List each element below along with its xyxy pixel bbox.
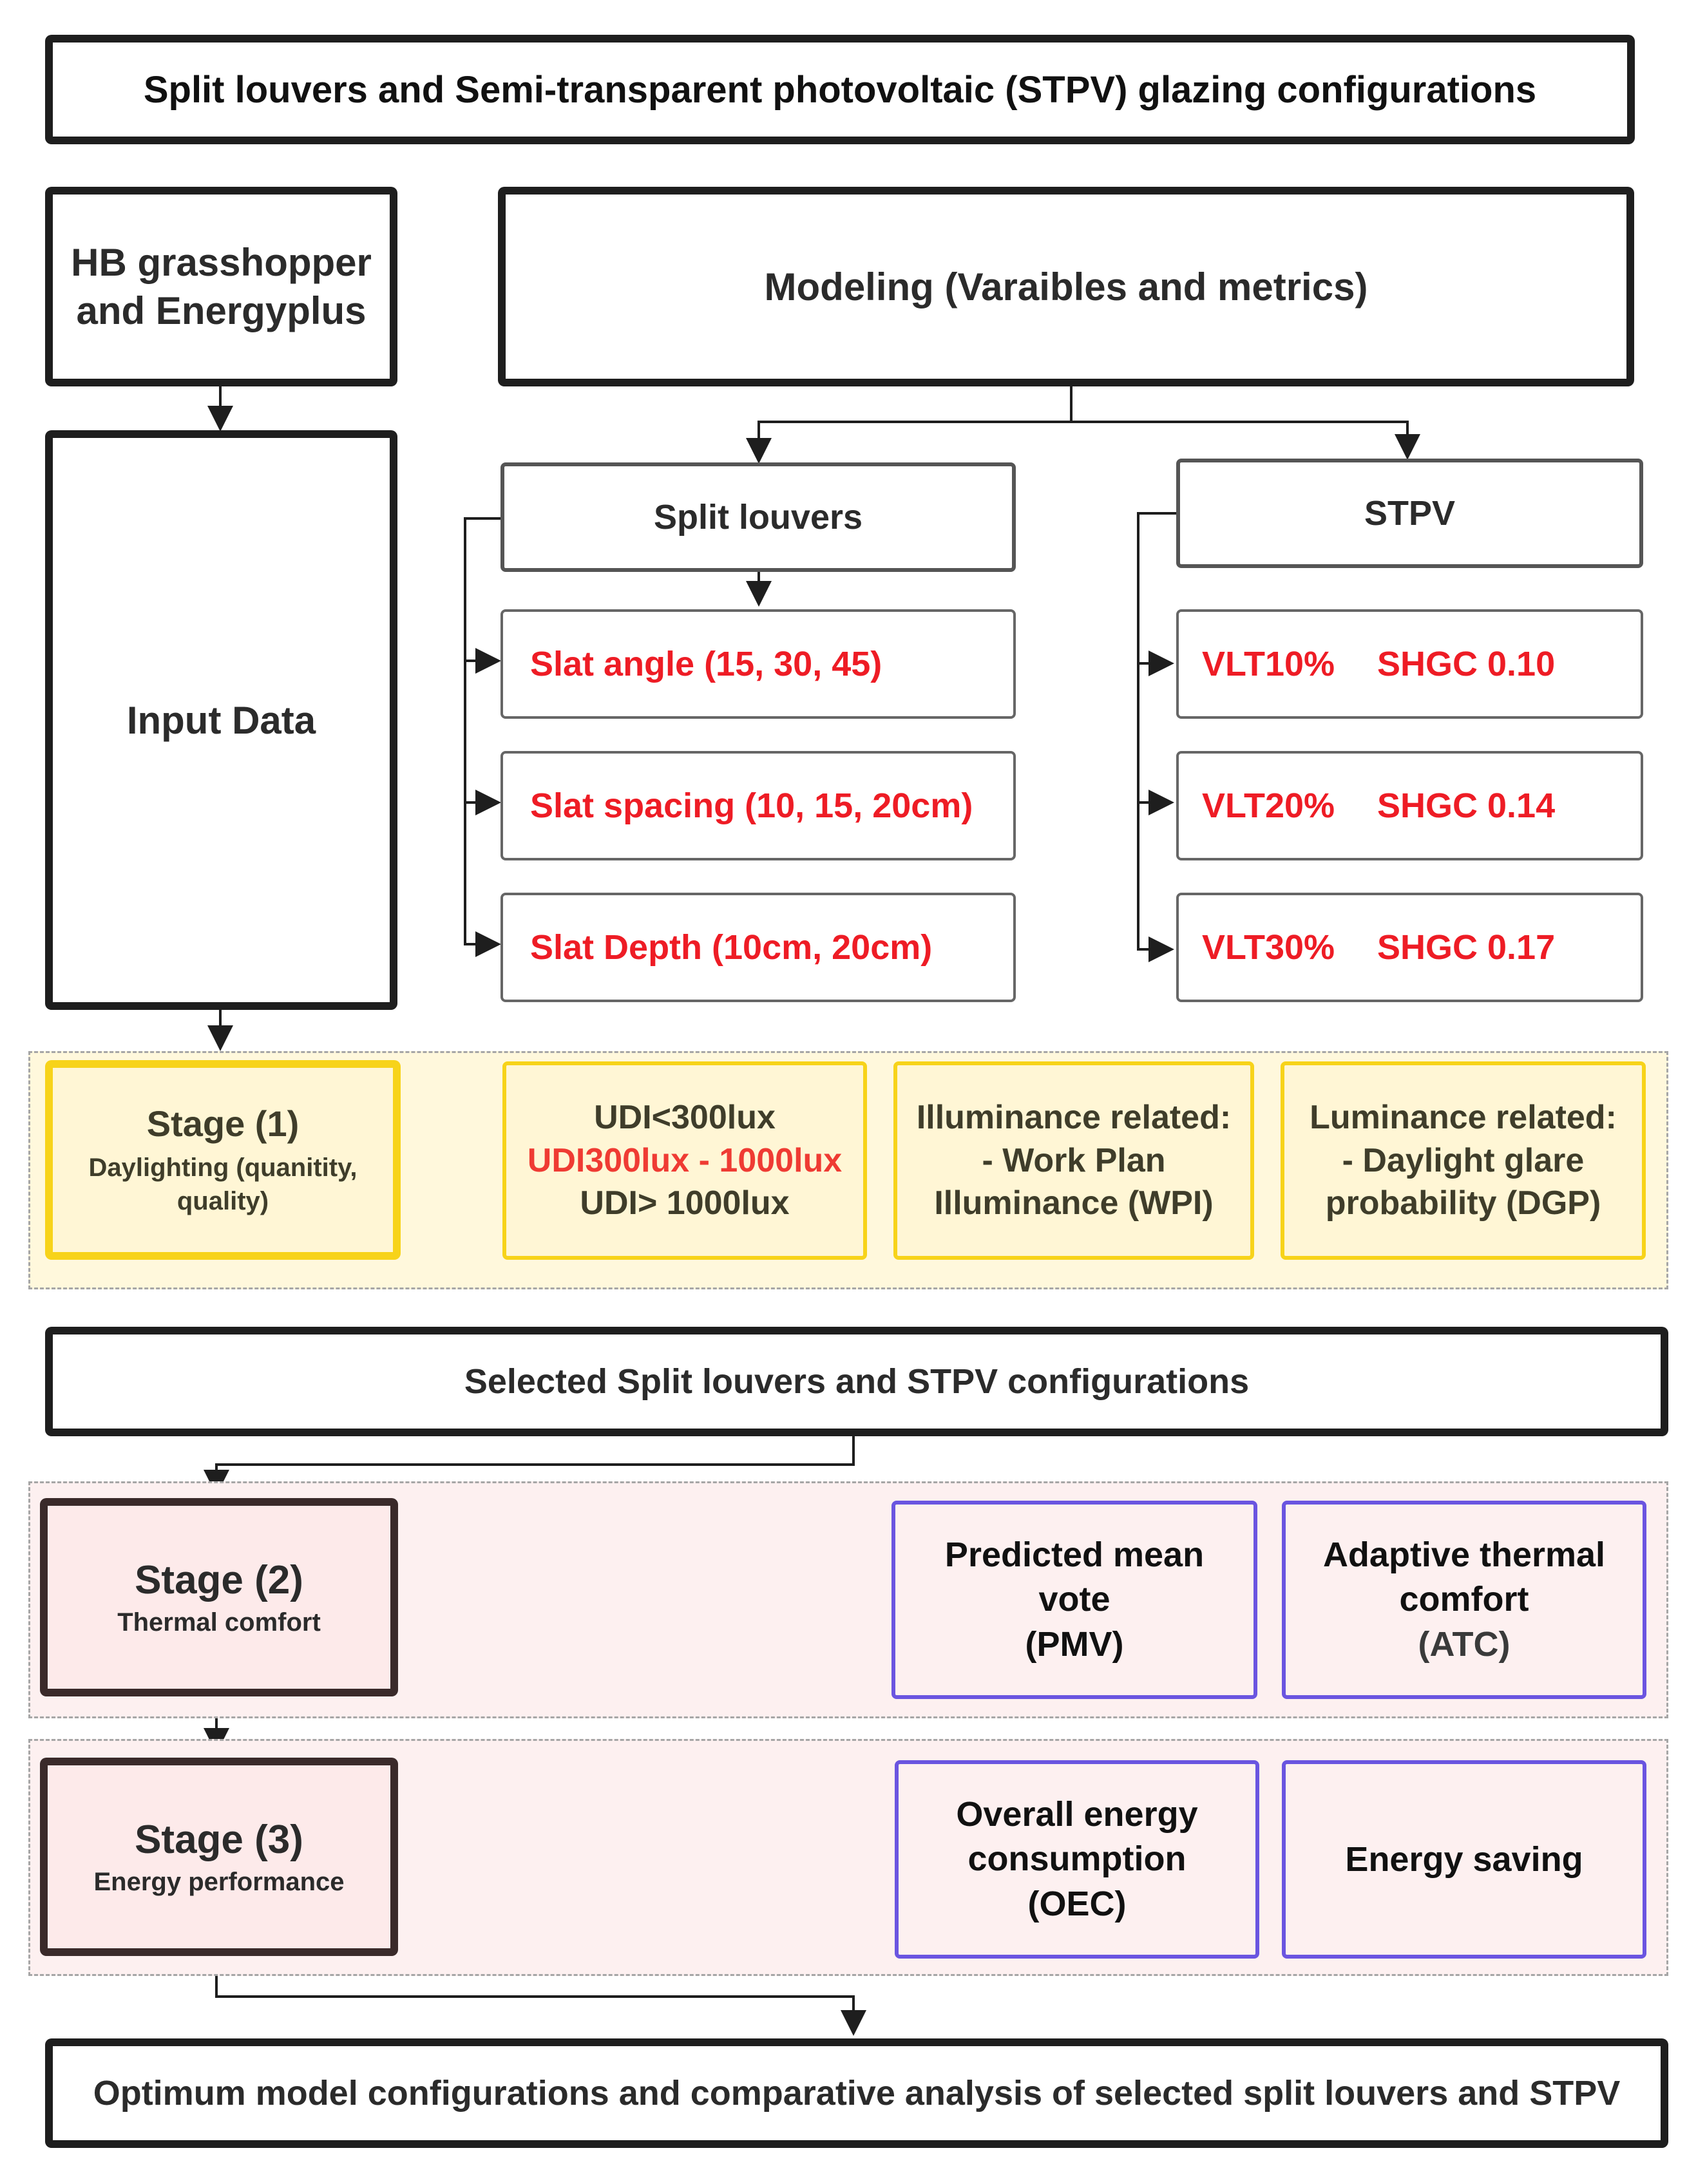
slat-depth-box: Slat Depth (10cm, 20cm) [500, 893, 1016, 1002]
stpv-item-20: VLT20% SHGC 0.14 [1176, 751, 1643, 860]
luminance-line2: - Daylight glare [1342, 1141, 1585, 1179]
oec-box: Overall energy consumption (OEC) [895, 1760, 1259, 1959]
udi-low: UDI<300lux [594, 1099, 776, 1137]
modeling-text: Modeling (Varaibles and metrics) [764, 265, 1368, 309]
stage1-subtitle: Daylighting (quanitity, quality) [88, 1153, 357, 1215]
arrow-modeling-to-stpv [1071, 421, 1420, 460]
shgc-014: SHGC 0.14 [1377, 786, 1556, 825]
stage2-box: Stage (2) Thermal comfort [40, 1498, 398, 1696]
slat-spacing-box: Slat spacing (10, 15, 20cm) [500, 751, 1016, 860]
stpv-title: STPV [1364, 494, 1456, 533]
vlt-10: VLT10% [1202, 645, 1335, 683]
pmv-line1: Predicted mean [944, 1535, 1205, 1575]
stage3-box: Stage (3) Energy performance [40, 1758, 398, 1956]
stage1-box: Stage (1) Daylighting (quanitity, qualit… [45, 1060, 401, 1260]
slat-angle-text: Slat angle (15, 30, 45) [530, 645, 882, 683]
split-louvers-title: Split louvers [653, 498, 863, 537]
stage1-title: Stage (1) [146, 1103, 300, 1144]
modeling-box: Modeling (Varaibles and metrics) [498, 187, 1634, 386]
pmv-box: Predicted mean vote (PMV) [891, 1501, 1257, 1699]
oec-line2: consumption [967, 1839, 1187, 1879]
udi-useful: UDI300lux - 1000lux [527, 1141, 843, 1179]
oec-line1: Overall energy [956, 1795, 1198, 1834]
stage3-title: Stage (3) [135, 1818, 303, 1862]
stpv-item-30: VLT30% SHGC 0.17 [1176, 893, 1643, 1002]
luminance-line3: probability (DGP) [1325, 1184, 1601, 1222]
final-box: Optimum model configurations and compara… [45, 2038, 1668, 2148]
input-data-text: Input Data [126, 698, 316, 742]
title-box: Split louvers and Semi-transparent photo… [45, 35, 1635, 144]
atc-line3: (ATC) [1418, 1624, 1511, 1664]
oec-line3: (OEC) [1027, 1884, 1127, 1923]
energy-saving-text: Energy saving [1345, 1840, 1583, 1879]
arrow-stage3-to-final [215, 1956, 866, 2036]
stage3-subtitle: Energy performance [93, 1868, 345, 1896]
shgc-017: SHGC 0.17 [1377, 928, 1556, 967]
vlt-20: VLT20% [1202, 786, 1335, 825]
illuminance-line3: Illuminance (WPI) [934, 1184, 1214, 1222]
slat-angle-box: Slat angle (15, 30, 45) [500, 609, 1016, 719]
arrow-selected-to-stage2 [204, 1436, 855, 1496]
stage2-subtitle: Thermal comfort [117, 1608, 321, 1637]
stpv-item-10: VLT10% SHGC 0.10 [1176, 609, 1643, 719]
atc-box: Adaptive thermal comfort (ATC) [1282, 1501, 1646, 1699]
shgc-010: SHGC 0.10 [1377, 645, 1556, 683]
bracket-louvers [464, 517, 501, 957]
pmv-line2: vote [1038, 1580, 1110, 1619]
tool-box: HB grasshopper and Energyplus [45, 187, 397, 386]
selected-text: Selected Split louvers and STPV configur… [464, 1362, 1250, 1401]
tool-line1: HB grasshopper [71, 241, 372, 284]
illuminance-line2: - Work Plan [982, 1141, 1166, 1179]
luminance-line1: Luminance related: [1310, 1099, 1617, 1137]
bracket-stpv [1137, 512, 1176, 962]
stage2-title: Stage (2) [135, 1558, 303, 1602]
illuminance-box: Illuminance related: - Work Plan Illumin… [893, 1061, 1254, 1260]
atc-line2: comfort [1399, 1580, 1529, 1619]
udi-high: UDI> 1000lux [580, 1184, 790, 1222]
input-data-box: Input Data [45, 430, 397, 1010]
slat-spacing-text: Slat spacing (10, 15, 20cm) [530, 786, 973, 825]
split-louvers-header: Split louvers [500, 462, 1016, 572]
slat-depth-text: Slat Depth (10cm, 20cm) [530, 928, 933, 967]
arrow-modeling-to-louvers [746, 386, 1072, 464]
atc-line1: Adaptive thermal [1322, 1535, 1606, 1575]
udi-box: UDI<300lux UDI300lux - 1000lux UDI> 1000… [502, 1061, 867, 1260]
final-text: Optimum model configurations and compara… [93, 2074, 1621, 2113]
stpv-header: STPV [1176, 459, 1643, 568]
vlt-30: VLT30% [1202, 928, 1335, 967]
pmv-line3: (PMV) [1025, 1624, 1124, 1664]
title-text: Split louvers and Semi-transparent photo… [143, 68, 1537, 111]
selected-box: Selected Split louvers and STPV configur… [45, 1327, 1668, 1436]
luminance-box: Luminance related: - Daylight glare prob… [1281, 1061, 1646, 1260]
tool-line2: and Energyplus [76, 289, 367, 332]
energy-saving-box: Energy saving [1282, 1760, 1646, 1959]
illuminance-line1: Illuminance related: [916, 1099, 1232, 1137]
